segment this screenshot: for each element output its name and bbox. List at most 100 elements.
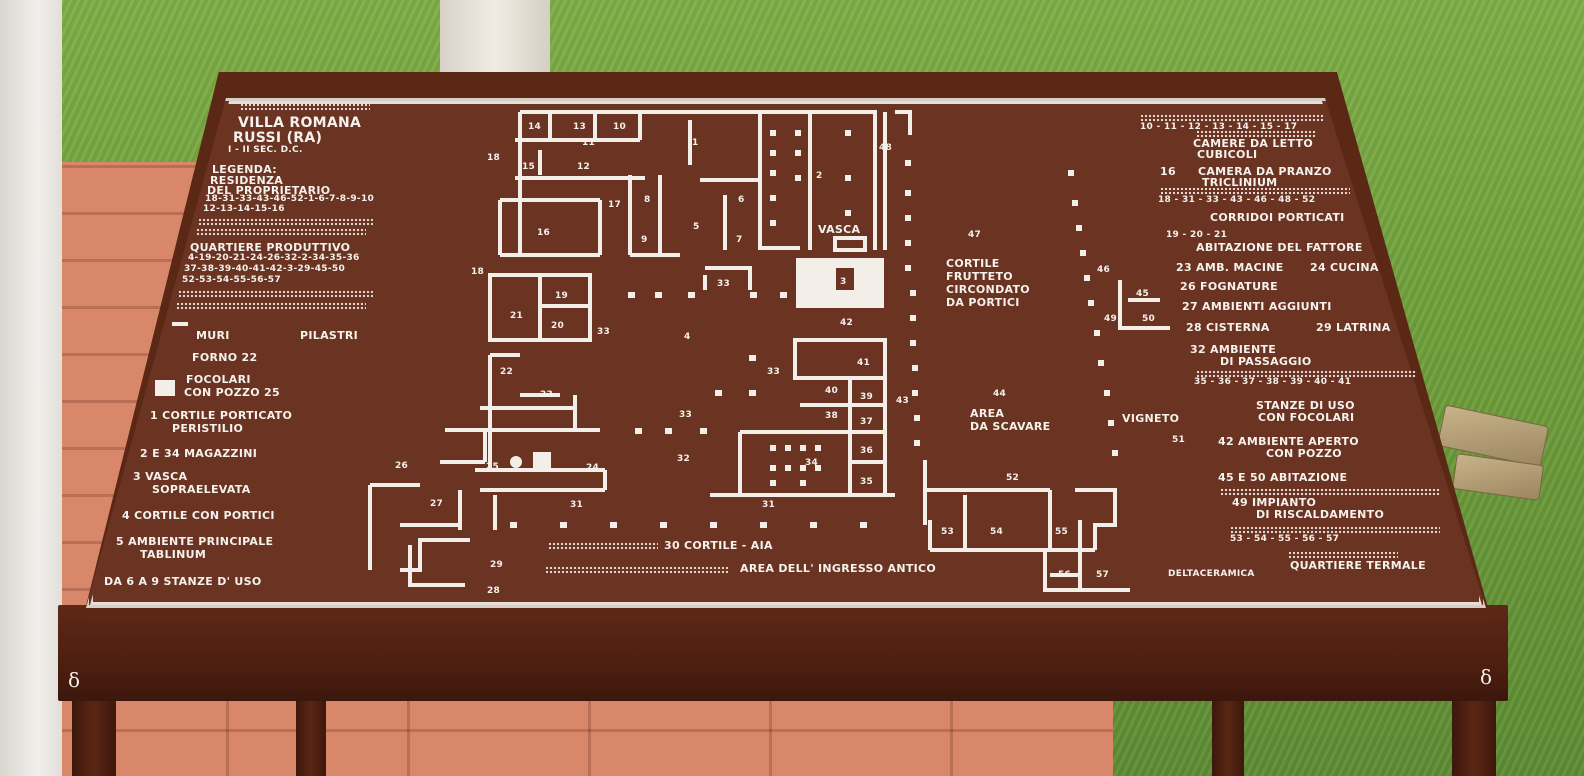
room-number: 21	[510, 311, 524, 321]
room-number: 29	[490, 560, 504, 570]
room-number: 57	[1096, 570, 1110, 580]
residenza-numbers-2: 12-13-14-15-16	[203, 204, 285, 214]
title-line-1: VILLA ROMANA	[238, 115, 362, 131]
delta-logo-left: δ	[68, 668, 81, 692]
cortile-aia-label: 30 CORTILE - AIA	[664, 539, 773, 552]
vasca-3-label-box	[836, 268, 854, 290]
room-number: 14	[528, 122, 542, 132]
cubicoli-label: CUBICOLI	[1197, 148, 1258, 161]
room-number: 17	[608, 200, 622, 210]
cortile-frutteto-3: CIRCONDATO	[946, 283, 1030, 296]
room-number: 31	[762, 500, 776, 510]
room-number: 33	[679, 410, 693, 420]
room-number: 48	[879, 143, 893, 153]
right-numbers-2: 18 - 31 - 33 - 43 - 46 - 48 - 52	[1158, 195, 1316, 205]
produttivo-heading: QUARTIERE PRODUTTIVO	[190, 241, 351, 254]
cisterna-label: 28 CISTERNA	[1186, 321, 1270, 334]
room-number: 5	[693, 222, 700, 232]
room-number: 10	[613, 122, 627, 132]
corridoi-label: CORRIDOI PORTICATI	[1210, 211, 1345, 224]
cortile-frutteto-4: DA PORTICI	[946, 296, 1020, 309]
room-number: 22	[500, 367, 514, 377]
room-number: 31	[570, 500, 584, 510]
braille-right-7	[1288, 551, 1398, 559]
room-number: 51	[1172, 435, 1186, 445]
room-number: 18	[471, 267, 485, 277]
ambiente-32-label: 32 AMBIENTE	[1190, 343, 1277, 356]
room-number: 50	[1142, 314, 1156, 324]
item-6-label: DA 6 A 9 STANZE D' USO	[104, 575, 262, 588]
braille-right-5	[1220, 488, 1440, 496]
r42-label: 42 AMBIENTE APERTO	[1218, 435, 1359, 448]
braille-title	[240, 103, 370, 111]
area-scavare-1: AREA	[970, 407, 1005, 420]
room-number: 43	[896, 396, 910, 406]
room-number: 15	[522, 162, 536, 172]
room-number: 56	[1058, 570, 1072, 580]
room-number: 54	[990, 527, 1004, 537]
item-5-label: 5 AMBIENTE PRINCIPALE	[116, 535, 274, 548]
room-number: 1	[692, 138, 699, 148]
maker-logo: DELTACERAMICA	[1168, 569, 1255, 579]
right-numbers-1: 10 - 11 - 12 - 13 - 14 - 15 - 17	[1140, 122, 1298, 132]
right-numbers-5: 53 - 54 - 55 - 56 - 57	[1230, 534, 1340, 544]
room-number: 4	[684, 332, 691, 342]
stand-leg	[1212, 690, 1244, 776]
room-number: 16	[537, 228, 551, 238]
ingresso-label: AREA DELL' INGRESSO ANTICO	[740, 562, 937, 575]
area-scavare-2: DA SCAVARE	[970, 420, 1051, 433]
focolari-label: FOCOLARI	[186, 373, 251, 386]
forno-label: FORNO 22	[192, 351, 258, 364]
braille-right-1	[1140, 114, 1325, 122]
residenza-numbers-1: 18-31-33-43-46-52-1-6-7-8-9-10	[205, 194, 375, 204]
braille-right-2	[1196, 130, 1316, 138]
braille-right-4	[1196, 370, 1416, 378]
room-number: 3	[840, 277, 847, 287]
room-number: 47	[968, 230, 982, 240]
title-line-2: RUSSI (RA)	[233, 130, 323, 146]
right-numbers-4: 35 - 36 - 37 - 38 - 39 - 40 - 41	[1194, 377, 1352, 387]
stanze-uso-label: STANZE DI USO	[1256, 399, 1355, 412]
produttivo-numbers-1: 4-19-20-21-24-26-32-2-34-35-36	[188, 253, 360, 263]
room-number: 34	[805, 458, 819, 468]
column-base	[440, 0, 550, 78]
room-number: 7	[736, 235, 743, 245]
white-wall	[0, 0, 62, 776]
pilastri-label: PILASTRI	[300, 329, 359, 342]
focolare-dot	[510, 456, 522, 468]
room-number: 36	[860, 446, 874, 456]
room-number: 46	[1097, 265, 1111, 275]
ambiente-32-sub: DI PASSAGGIO	[1220, 355, 1312, 368]
room-number: 52	[1006, 473, 1020, 483]
item-4-label: 4 CORTILE CON PORTICI	[122, 509, 275, 522]
triclinium-label: TRICLINIUM	[1202, 176, 1278, 189]
room-number: 38	[825, 411, 839, 421]
room-number: 2	[816, 171, 823, 181]
braille-right-3	[1160, 187, 1350, 195]
item-1-label: 1 CORTILE PORTICATO	[150, 409, 293, 422]
latrina-label: 29 LATRINA	[1316, 321, 1391, 334]
braille-residenza-2	[196, 228, 366, 236]
braille-produttivo	[178, 290, 373, 298]
item-3-label: 3 VASCA	[133, 470, 188, 483]
amb-macine-label: 23 AMB. MACINE	[1176, 261, 1284, 274]
room-number: 28	[487, 586, 501, 596]
pillar-dots	[510, 130, 1118, 528]
fognature-label: 26 FOGNATURE	[1180, 280, 1278, 293]
legend-heading: LEGENDA:	[212, 163, 277, 176]
item-5-sub: TABLINUM	[140, 548, 207, 561]
room-number: 55	[1055, 527, 1069, 537]
braille-produttivo-2	[176, 302, 366, 310]
r16-label: 16	[1160, 165, 1176, 178]
room-number: 6	[738, 195, 745, 205]
room-number: 13	[573, 122, 587, 132]
room-number: 49	[1104, 314, 1118, 324]
stand-leg	[1452, 690, 1496, 776]
abitazione-fattore-label: ABITAZIONE DEL FATTORE	[1196, 241, 1363, 254]
vasca-label: VASCA	[818, 223, 861, 236]
tactile-map-plaque	[86, 98, 1486, 608]
vigneto-label: VIGNETO	[1122, 412, 1180, 425]
muri-legend-line	[172, 322, 188, 326]
